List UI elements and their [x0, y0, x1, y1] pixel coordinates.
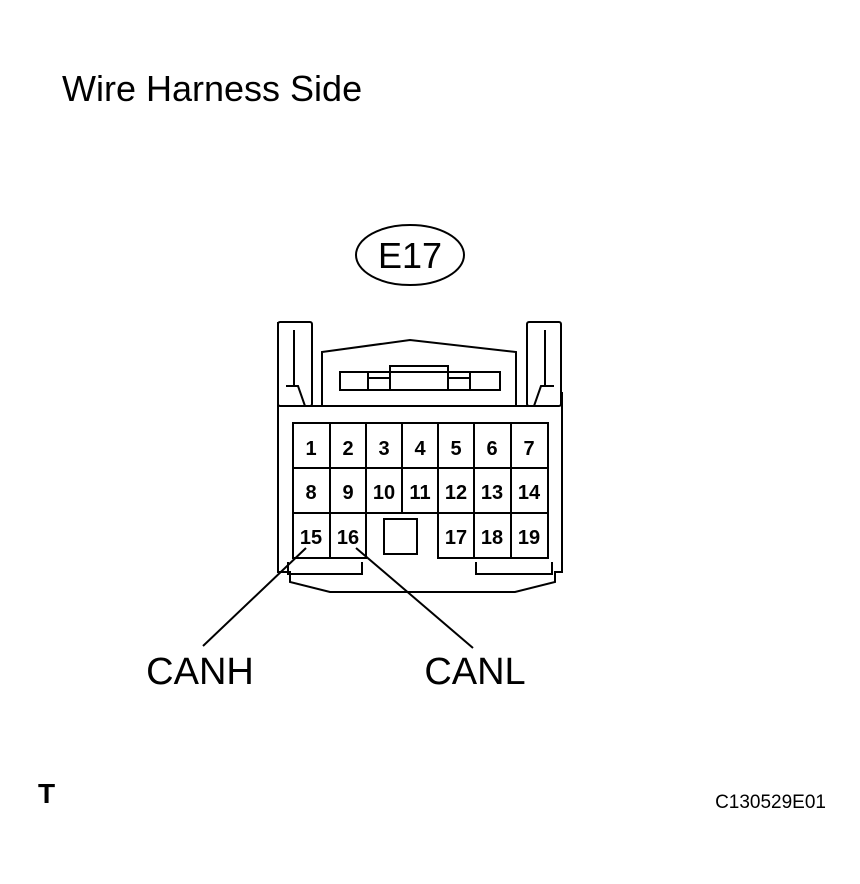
figure-code: C130529E01 [715, 792, 826, 813]
pin-12: 12 [445, 482, 467, 504]
pin-2: 2 [342, 438, 353, 460]
canl-label: CANL [424, 651, 525, 693]
connector-id: E17 [378, 235, 442, 276]
pin-19: 19 [518, 527, 540, 549]
connector-id-ellipse [355, 224, 465, 286]
empty-cavity [383, 518, 418, 555]
corner-mark: T [38, 778, 56, 809]
pin-1: 1 [305, 438, 316, 460]
canl-leader [355, 547, 474, 649]
pin-5: 5 [450, 438, 461, 460]
pin-7: 7 [523, 438, 534, 460]
pin-18: 18 [481, 527, 503, 549]
pin-4: 4 [414, 438, 426, 460]
pin-11: 11 [409, 482, 430, 504]
pin-13: 13 [481, 482, 503, 504]
connector-body [277, 392, 563, 593]
pin-9: 9 [342, 482, 353, 504]
canh-leader [202, 547, 307, 647]
pin-17: 17 [445, 527, 467, 549]
canh-label: CANH [146, 651, 254, 693]
pin-10: 10 [373, 482, 395, 504]
pin-16: 16 [337, 527, 359, 549]
pin-15: 15 [300, 527, 322, 549]
pin-8: 8 [305, 482, 316, 504]
diagram-title: Wire Harness Side [62, 68, 363, 109]
pin-6: 6 [486, 438, 497, 460]
pin-14: 14 [518, 482, 541, 504]
pin-3: 3 [378, 438, 389, 460]
